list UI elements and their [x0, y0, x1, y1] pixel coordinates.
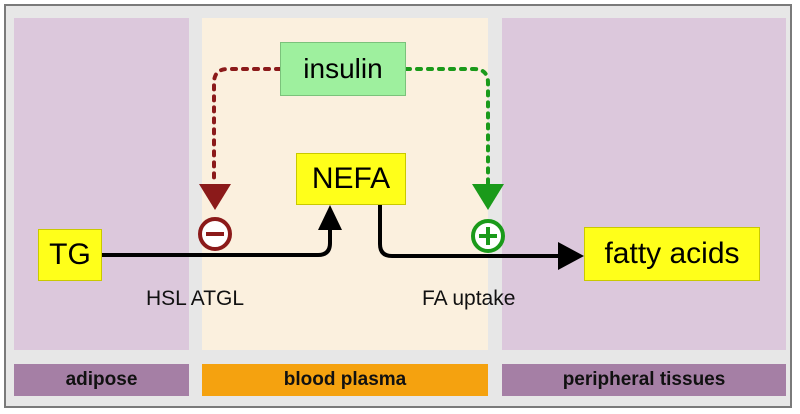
hsl-atgl-label: HSL ATGL	[146, 287, 245, 310]
tg-to-nefa-arrow	[102, 228, 332, 257]
peripheral-tissues-panel	[502, 18, 786, 350]
insulin-node: insulin	[280, 42, 406, 96]
insulin-inhibition-line	[212, 67, 282, 186]
activation-plus-icon	[471, 219, 505, 253]
activation-arrowhead	[472, 184, 504, 210]
peripheral-tissues-label: peripheral tissues	[502, 364, 786, 396]
nefa-node: NEFA	[296, 153, 406, 205]
adipose-label: adipose	[14, 364, 189, 396]
nefa-to-fatty-acids-arrowhead	[558, 242, 584, 270]
tg-node: TG	[38, 229, 102, 281]
inhibition-minus-icon	[198, 217, 232, 251]
fatty-acids-node: fatty acids	[584, 227, 760, 281]
inhibition-arrowhead	[199, 184, 231, 210]
fa-uptake-label: FA uptake	[422, 287, 516, 310]
nefa-to-fatty-acids-arrow	[378, 205, 560, 258]
insulin-activation-line	[404, 67, 490, 186]
tg-to-nefa-arrowhead	[318, 205, 342, 230]
blood-plasma-label: blood plasma	[202, 364, 488, 396]
adipose-panel	[14, 18, 189, 350]
